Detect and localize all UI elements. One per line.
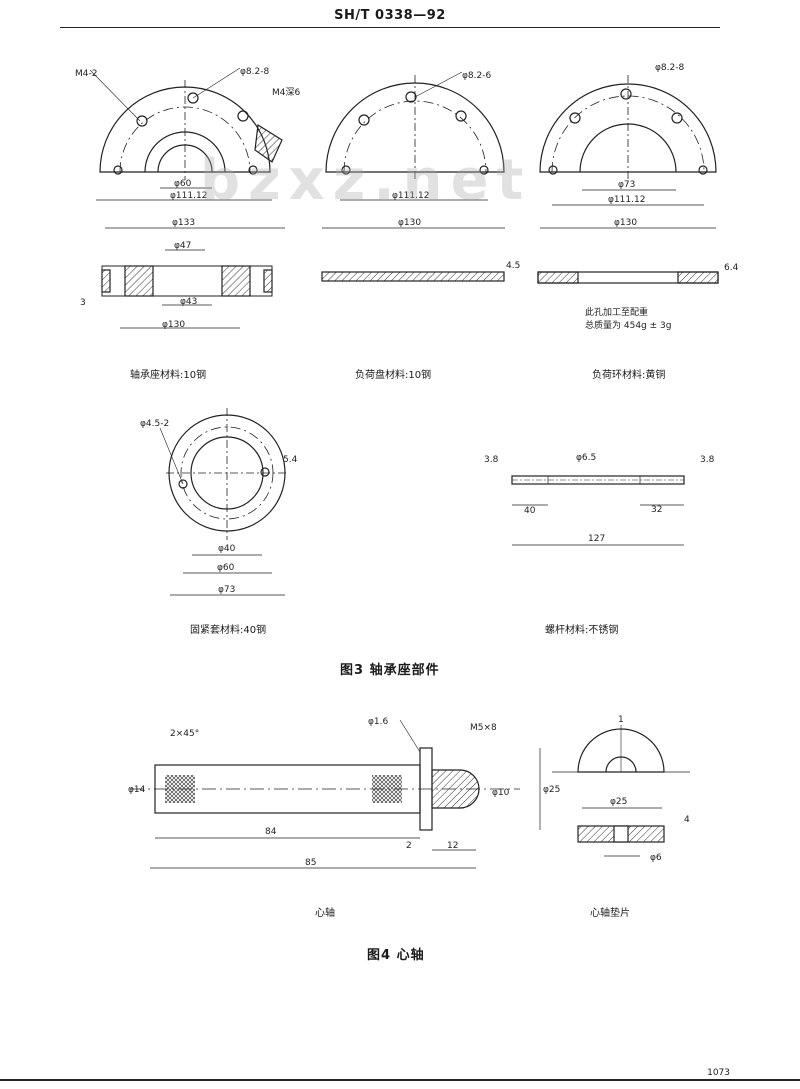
header-rule	[60, 27, 720, 28]
svg-text:32: 32	[651, 505, 662, 515]
bearing-seat-drawing	[89, 67, 285, 329]
svg-text:3: 3	[80, 298, 86, 308]
svg-text:φ130: φ130	[162, 320, 185, 330]
fastening-sleeve-drawing	[159, 408, 288, 596]
svg-text:φ10: φ10	[492, 788, 510, 798]
svg-text:4: 4	[684, 815, 690, 825]
svg-text:M4-2: M4-2	[75, 69, 97, 79]
svg-text:φ25: φ25	[610, 797, 627, 807]
svg-text:φ60: φ60	[217, 563, 235, 573]
svg-text:φ130: φ130	[614, 218, 637, 228]
svg-text:φ4.5-2: φ4.5-2	[140, 419, 169, 429]
svg-text:φ60: φ60	[174, 179, 192, 189]
svg-text:2×45°: 2×45°	[170, 729, 199, 739]
caption-fastening-sleeve: 固紧套材料:40钢	[190, 625, 267, 636]
svg-text:φ6: φ6	[650, 853, 662, 863]
svg-text:127: 127	[588, 534, 605, 544]
svg-text:M5×8: M5×8	[470, 723, 497, 733]
caption-screw: 螺杆材料:不锈钢	[545, 625, 619, 636]
svg-text:5.4: 5.4	[283, 455, 298, 465]
svg-text:φ133: φ133	[172, 218, 195, 228]
svg-text:φ73: φ73	[618, 180, 635, 190]
svg-text:4.5: 4.5	[506, 261, 520, 271]
page-number: 1073	[707, 1068, 730, 1078]
caption-load-plate: 负荷盘材料:10钢	[355, 370, 432, 381]
svg-text:40: 40	[524, 506, 536, 516]
svg-text:φ40: φ40	[218, 544, 236, 554]
svg-text:84: 84	[265, 827, 277, 837]
svg-text:总质量为 454g ± 3g: 总质量为 454g ± 3g	[585, 319, 671, 331]
caption-mandrel-washer: 心轴垫片	[590, 908, 630, 919]
svg-text:3.8: 3.8	[484, 455, 499, 465]
svg-text:3.8: 3.8	[700, 455, 715, 465]
screw-drawing	[511, 475, 685, 546]
svg-text:M4深6: M4深6	[272, 87, 300, 98]
svg-text:φ111.12: φ111.12	[608, 195, 645, 205]
svg-text:1: 1	[618, 715, 624, 725]
svg-text:φ14: φ14	[128, 785, 146, 795]
svg-text:φ73: φ73	[218, 585, 235, 595]
svg-text:φ8.2-8: φ8.2-8	[240, 67, 269, 77]
mandrel-washer-drawing	[552, 725, 690, 857]
svg-text:φ111.12: φ111.12	[392, 191, 429, 201]
caption-bearing-seat: 轴承座材料:10钢	[130, 370, 207, 381]
svg-text:6.4: 6.4	[724, 263, 739, 273]
svg-text:φ43: φ43	[180, 297, 197, 307]
caption-mandrel: 心轴	[315, 908, 335, 919]
figure3-title: 图3 轴承座部件	[340, 663, 440, 678]
svg-text:φ8.2-6: φ8.2-6	[462, 71, 491, 81]
footer-rule	[0, 1079, 800, 1081]
figure4-title: 图4 心轴	[367, 948, 425, 963]
load-ring-drawing	[537, 75, 719, 284]
svg-text:12: 12	[447, 841, 458, 851]
mandrel-drawing	[130, 719, 541, 869]
watermark: bzxz.net	[200, 148, 532, 213]
svg-text:φ1.6: φ1.6	[368, 717, 389, 727]
svg-text:φ130: φ130	[398, 218, 421, 228]
load-plate-drawing	[321, 71, 505, 282]
page-header: SH/T 0338—92	[334, 8, 446, 23]
svg-text:此孔加工至配重: 此孔加工至配重	[585, 306, 648, 318]
svg-text:2: 2	[406, 841, 412, 851]
svg-text:85: 85	[305, 858, 316, 868]
svg-text:φ6.5: φ6.5	[576, 453, 596, 463]
svg-text:φ111.12: φ111.12	[170, 191, 207, 201]
svg-text:φ47: φ47	[174, 241, 191, 251]
caption-load-ring: 负荷环材料:黄铜	[592, 370, 666, 381]
svg-text:φ25: φ25	[543, 785, 560, 795]
svg-text:φ8.2-8: φ8.2-8	[655, 63, 684, 73]
